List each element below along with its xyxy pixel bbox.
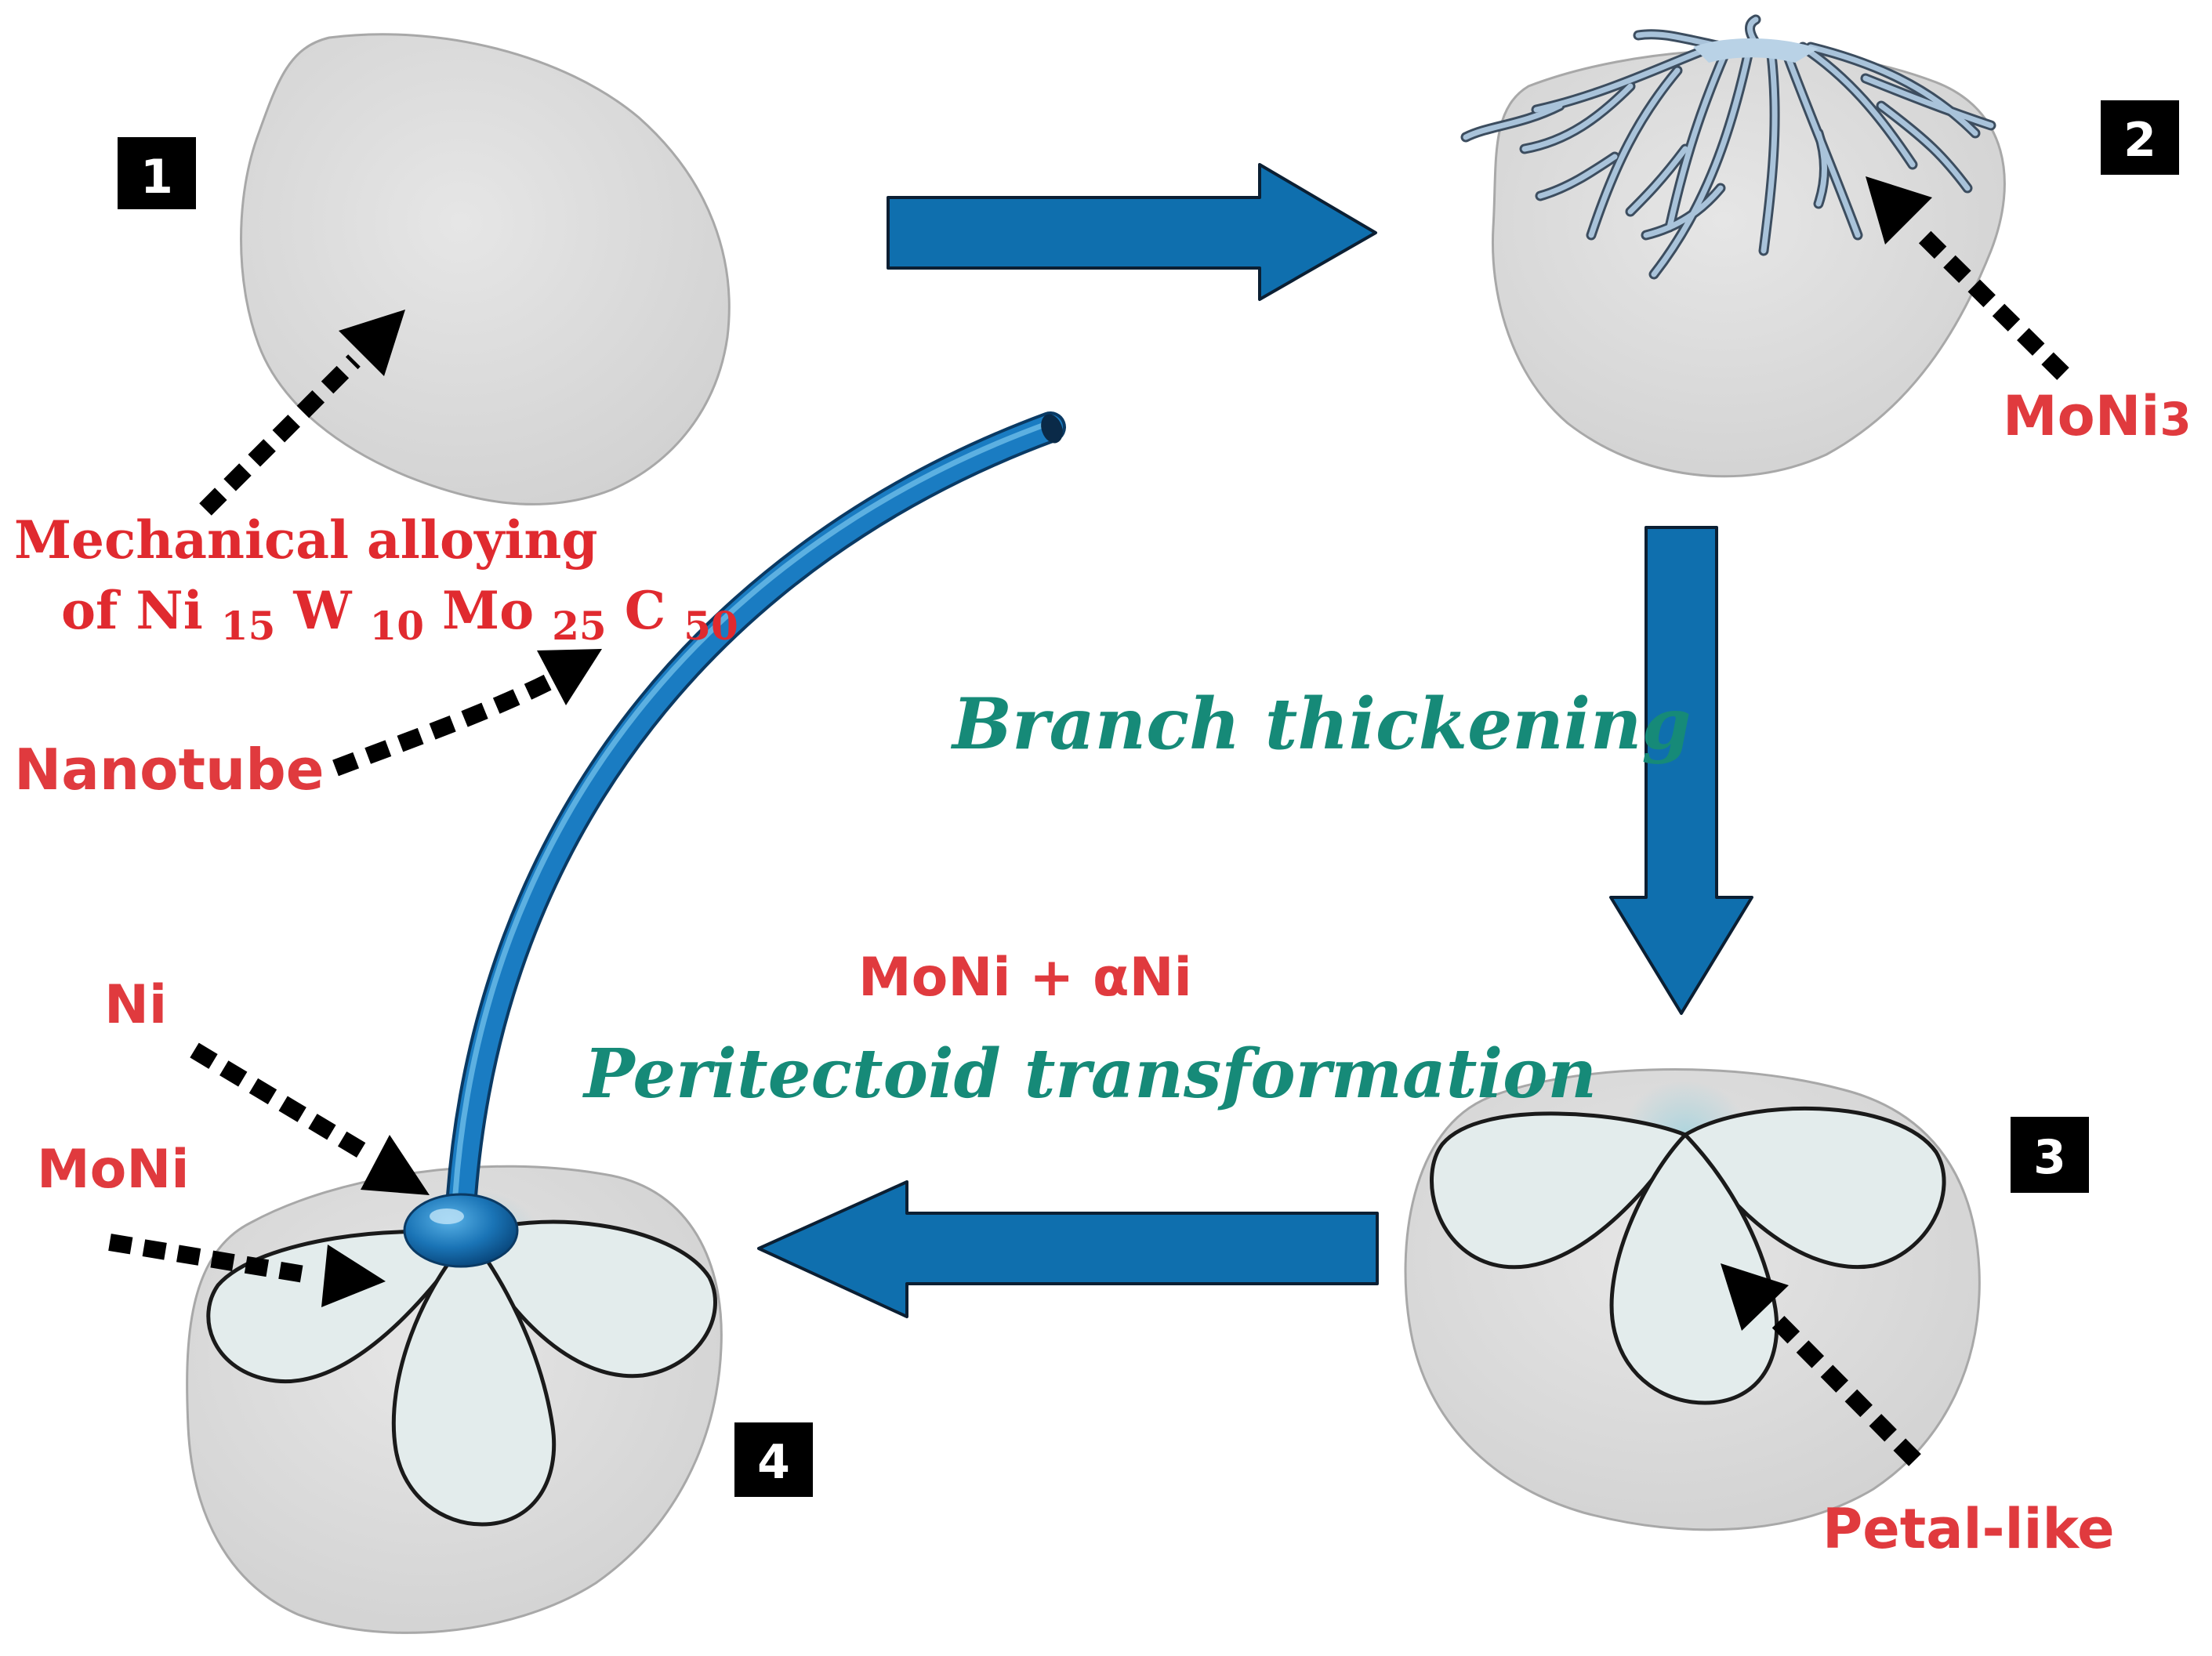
label-branch-thickening: Branch thickening xyxy=(950,683,1691,766)
formula-element-mo: Mo xyxy=(442,580,534,641)
nanotube-catalyst-ball xyxy=(403,1193,519,1268)
label-nanotube: Nanotube xyxy=(14,737,325,803)
formula-sub-mo: 25 xyxy=(552,603,607,649)
formula-sub-c: 50 xyxy=(684,603,738,649)
stage-3-badge: 3 xyxy=(2011,1117,2089,1193)
arrow-stage3-to-stage4 xyxy=(757,1180,1379,1318)
moni3-base: MoNi xyxy=(2003,384,2159,448)
svg-text:4: 4 xyxy=(757,1435,790,1490)
pointer-moni xyxy=(108,1234,386,1307)
label-mechanical-alloying: Mechanical alloying xyxy=(14,509,598,571)
svg-text:3: 3 xyxy=(2033,1130,2066,1185)
formula-element-ni: Ni xyxy=(136,580,202,641)
pointer-nanotube xyxy=(332,649,602,777)
formula-sub-ni: 15 xyxy=(221,603,276,649)
arrow-stage2-to-stage3 xyxy=(1609,526,1753,1015)
moni3-dendrite-branches xyxy=(1460,14,1996,280)
pointer-moni3 xyxy=(1866,176,2069,380)
pointer-mechanical-alloying xyxy=(199,310,405,516)
label-petal-like: Petal-like xyxy=(1822,1497,2115,1561)
label-moni: MoNi xyxy=(37,1139,190,1201)
stage-4-petals xyxy=(206,1190,717,1527)
stage-4-badge: 4 xyxy=(734,1422,813,1497)
formula-sub-w: 10 xyxy=(369,603,424,649)
svg-text:2: 2 xyxy=(2123,113,2156,168)
stage-1-particle xyxy=(240,33,731,505)
stage-2-badge: 2 xyxy=(2101,100,2179,175)
label-peritectoid-transformation: Peritectoid transformation xyxy=(582,1035,1597,1114)
pointer-ni xyxy=(190,1042,430,1195)
formula-element-c: C xyxy=(625,580,666,641)
nanotube xyxy=(445,411,1066,1223)
stage-1-badge: 1 xyxy=(118,137,196,209)
label-moni3: MoNi3 xyxy=(2003,384,2192,448)
arrow-stage1-to-stage2 xyxy=(887,163,1377,301)
label-reaction: MoNi + αNi xyxy=(858,947,1192,1009)
moni3-sub: 3 xyxy=(2159,393,2191,446)
label-ni: Ni xyxy=(104,974,167,1036)
svg-text:1: 1 xyxy=(140,150,173,205)
pointer-petal-like xyxy=(1721,1263,1921,1466)
formula-prefix: of xyxy=(61,580,136,641)
stage-2-particle xyxy=(1491,49,2006,478)
label-formula: of Ni 15 W 10 Mo 25 C 50 xyxy=(61,580,738,649)
petal-like-lobes xyxy=(1430,1080,1946,1405)
formula-element-w: W xyxy=(292,580,352,641)
